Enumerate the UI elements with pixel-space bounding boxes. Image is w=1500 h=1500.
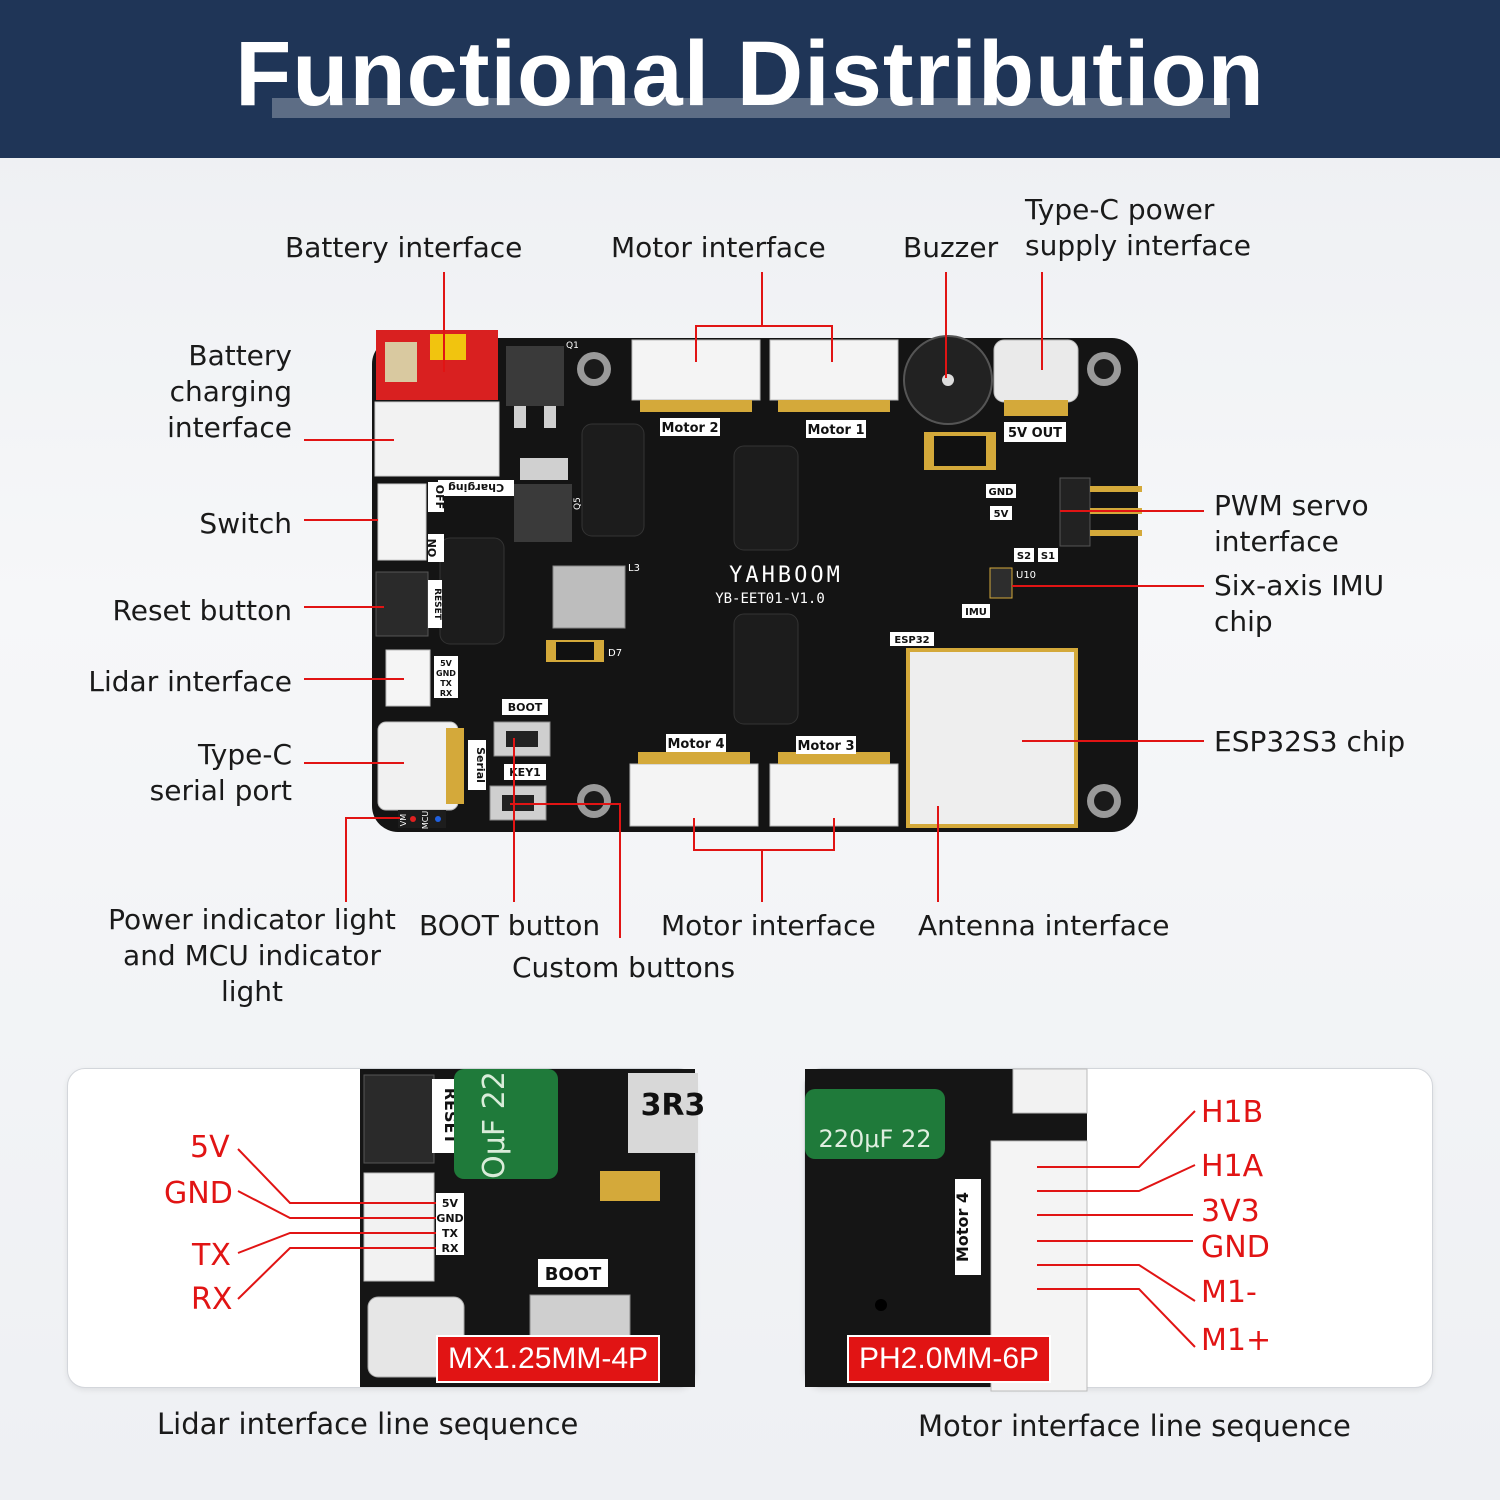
- page-title: Functional Distribution: [235, 23, 1265, 125]
- label-esp32-chip: ESP32S3 chip: [1214, 725, 1406, 758]
- silk-mcu: MCU: [421, 811, 430, 829]
- lidar-pin-tx: TX: [192, 1238, 231, 1273]
- label-imu-chip: Six-axis IMU chip: [1214, 569, 1385, 638]
- title-banner: Functional Distribution: [0, 0, 1500, 158]
- motor-pin-3v3: 3V3: [1201, 1194, 1260, 1229]
- silk-boot: BOOT: [508, 701, 543, 714]
- label-antenna-interface: Antenna interface: [918, 909, 1170, 942]
- title-highlight: [272, 98, 1230, 118]
- silk-motor1: Motor 1: [808, 423, 865, 438]
- motor1-connector: [769, 339, 899, 401]
- lidar-silk-tx: TX: [442, 1227, 459, 1240]
- lidar-chip-text: 3R3: [641, 1088, 706, 1123]
- motor-closeup: 220μF 22 Motor 4: [805, 1068, 1196, 1392]
- silk-q5: Q5: [573, 497, 583, 510]
- silk-s2: S2: [1017, 551, 1031, 562]
- label-custom-buttons: Custom buttons: [512, 951, 736, 984]
- silk-serial: Serial: [474, 747, 487, 783]
- silk-lidar-rx: RX: [440, 689, 453, 698]
- silk-charging: Charging: [448, 481, 504, 494]
- lidar-silk-boot: BOOT: [545, 1264, 602, 1285]
- silk-u10: U10: [1016, 570, 1036, 581]
- label-boot-button: BOOT button: [419, 909, 601, 942]
- lidar-connector-tag: MX1.25MM-4P: [436, 1335, 661, 1383]
- lidar-silk-5v: 5V: [442, 1197, 459, 1210]
- label-motor-interface-bottom: Motor interface: [661, 909, 876, 942]
- silk-motor3: Motor 3: [798, 739, 855, 754]
- silk-motor2: Motor 2: [662, 421, 719, 436]
- mosfet-q1: [506, 346, 564, 406]
- silk-lidar-gnd: GND: [436, 669, 456, 678]
- label-power-indicator: Power indicator light and MCU indicator …: [108, 903, 396, 1008]
- label-typec-serial: Type-C serial port: [149, 738, 292, 807]
- motor-silk-motor4: Motor 4: [953, 1192, 972, 1262]
- silk-l3: L3: [628, 563, 640, 574]
- silk-imu: IMU: [965, 607, 987, 618]
- motor-pin-h1b: H1B: [1201, 1095, 1264, 1130]
- motor-pin-gnd: GND: [1201, 1230, 1270, 1265]
- motor-pin-m1-pos: M1+: [1201, 1323, 1272, 1358]
- silk-5v: 5V: [994, 509, 1009, 520]
- silk-key1: KEY1: [509, 766, 541, 779]
- switch-body: [377, 483, 427, 561]
- lidar-pin-5v: 5V: [190, 1130, 230, 1165]
- silk-gnd: GND: [989, 487, 1014, 498]
- label-lidar-interface: Lidar interface: [88, 665, 292, 698]
- lidar-silk-gnd: GND: [436, 1212, 463, 1225]
- silk-vm: VM: [399, 814, 408, 826]
- label-buzzer: Buzzer: [903, 231, 999, 264]
- silk-motor4: Motor 4: [668, 737, 725, 752]
- label-battery-interface: Battery interface: [285, 231, 523, 264]
- motor4-connector: [629, 763, 759, 827]
- silk-off: OFF: [433, 485, 446, 509]
- board-model: YB-EET01-V1.0: [715, 591, 825, 607]
- lidar-panel: RESET OμF 22 3R3 5V GND TX RX BOOT 5V GN…: [67, 1068, 705, 1388]
- silk-on: ON: [426, 539, 439, 558]
- label-typec-power: Type-C power supply interface: [1025, 193, 1252, 262]
- motor-pin-h1a: H1A: [1201, 1149, 1264, 1184]
- charging-connector: [374, 401, 500, 477]
- esp32-module: [906, 648, 1078, 828]
- label-battery-charging: Battery charging interface: [167, 339, 292, 444]
- lidar-caption: Lidar interface line sequence: [157, 1407, 579, 1441]
- leader-lines: [304, 272, 1204, 938]
- silk-s1: S1: [1041, 551, 1055, 562]
- silk-q1: Q1: [566, 341, 579, 351]
- motor-connector-tag: PH2.0MM-6P: [847, 1335, 1052, 1383]
- silk-lidar-tx: TX: [440, 679, 452, 688]
- reset-btn-body: [375, 571, 429, 637]
- typec-power-port: [993, 339, 1079, 403]
- lidar-pin-gnd: GND: [164, 1176, 233, 1211]
- label-pwm-servo: PWM servo interface: [1214, 489, 1369, 558]
- lidar-silk-rx: RX: [442, 1242, 459, 1255]
- silk-esp32: ESP32: [894, 635, 929, 646]
- silk-d7: D7: [608, 648, 622, 659]
- motor-cap-text: 220μF 22: [818, 1125, 931, 1153]
- silk-5v-out: 5V OUT: [1008, 426, 1062, 441]
- motor-panel: 220μF 22 Motor 4 H1B H1A 3V3 GND M1- M1+…: [804, 1068, 1433, 1392]
- lidar-closeup: RESET OμF 22 3R3 5V GND TX RX BOOT: [237, 1069, 705, 1387]
- label-motor-interface-top: Motor interface: [611, 231, 826, 264]
- label-switch: Switch: [199, 507, 292, 540]
- label-reset-button: Reset button: [112, 594, 292, 627]
- motor3-connector: [769, 763, 899, 827]
- silk-reset: RESET: [432, 588, 442, 621]
- motor-pin-m1-neg: M1-: [1201, 1275, 1257, 1310]
- brand-logo: YAHBOOM: [729, 563, 843, 588]
- lidar-cap-text: OμF 22: [477, 1071, 512, 1179]
- lidar-pin-rx: RX: [191, 1282, 233, 1317]
- motor-caption: Motor interface line sequence: [918, 1409, 1351, 1443]
- silk-lidar-5v: 5V: [440, 659, 453, 668]
